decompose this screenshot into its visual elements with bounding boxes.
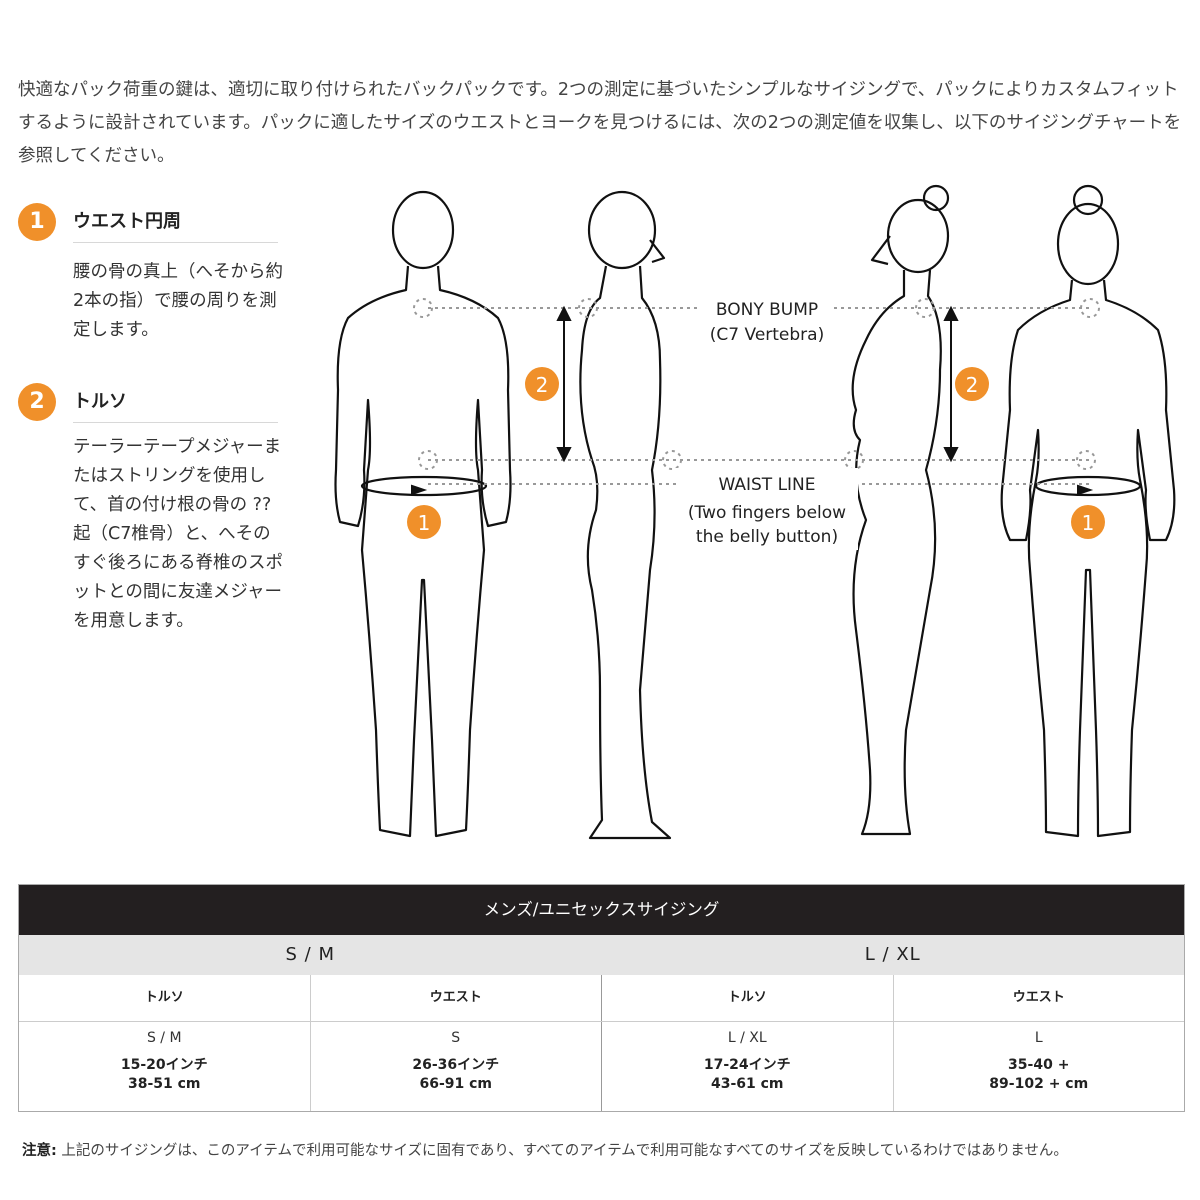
cell-inches: 15-20インチ [120,1057,208,1073]
cell-cm: 89-102 + cm [989,1076,1089,1092]
marker-2-man: 2 [525,367,559,401]
table-title: メンズ/ユニセックスサイジング [19,885,1184,935]
table-cell: S / M 15-20インチ 38-51 cm [19,1022,310,1111]
note-text: 上記のサイジングは、このアイテムで利用可能なサイズに固有であり、すべてのアイテム… [56,1143,1068,1159]
cell-size: S [451,1030,461,1046]
cell-size: S / M [146,1030,182,1046]
step-description: 腰の骨の真上（へそから約2本の指）で腰の周りを測定します。 [73,262,283,340]
bony-bump-label: BONY BUMP [716,300,818,320]
woman-side-figure [851,184,950,836]
svg-text:2: 2 [536,373,549,397]
size-group-row: S / M L / XL [19,935,1184,975]
cell-size: L [1034,1030,1043,1046]
table-row: S / M 15-20インチ 38-51 cm S 26-36インチ 66-91… [19,1022,1184,1111]
waist-line-label: WAIST LINE [718,475,815,495]
step-number-badge: 1 [18,203,56,241]
marker-1-woman: 1 [1071,505,1105,539]
note-label: 注意: [22,1143,57,1159]
waist-line-sub-label: (Two fingers below [688,503,846,523]
step-description: テーラーテープメジャーまたはストリングを使用して、首の付け根の骨の ?? 起（C… [73,437,283,631]
column-header: トルソ [144,990,184,1005]
column-header: トルソ [601,975,893,1021]
intro-text: 快適なパック荷重の鍵は、適切に取り付けられたバックパックです。2つの測定に基づい… [18,79,1182,166]
table-cell: L 35-40 + 89-102 + cm [892,1022,1185,1111]
sizing-note: 注意: 上記のサイジングは、このアイテムで利用可能なサイズに固有であり、すべての… [22,1138,1182,1164]
cell-inches: 35-40 + [1008,1057,1070,1073]
table-cell: S 26-36インチ 66-91 cm [309,1022,602,1111]
man-front-figure [334,190,512,838]
cell-cm: 66-91 cm [419,1076,493,1092]
size-group-sm: S / M [285,944,335,965]
column-header: ウエスト [892,975,1185,1021]
man-side-figure [579,190,672,840]
measurement-diagram: BONY BUMP (C7 Vertebra) WAIST LINE (Two … [334,184,1176,840]
cell-size: L / XL [727,1030,767,1046]
waist-line-sub-label: the belly button) [696,527,838,547]
step-number-badge: 2 [18,383,56,421]
table-cell: L / XL 17-24インチ 43-61 cm [601,1022,893,1111]
sizing-table: メンズ/ユニセックスサイジング S / M L / XL トルソ ウエスト トル… [18,884,1185,1112]
svg-text:1: 1 [418,511,431,535]
column-header-row: トルソ ウエスト トルソ ウエスト [19,975,1184,1022]
marker-2-woman: 2 [955,367,989,401]
woman-front-figure [1000,184,1176,838]
cell-cm: 43-61 cm [710,1076,784,1092]
svg-text:1: 1 [1082,511,1095,535]
svg-text:2: 2 [966,373,979,397]
cell-inches: 26-36インチ [412,1057,500,1073]
c7-vertebra-label: (C7 Vertebra) [710,325,824,345]
step-title: トルソ [73,387,278,423]
step-title: ウエスト円周 [73,207,278,243]
size-group-lxl: L / XL [864,944,921,965]
cell-inches: 17-24インチ [703,1057,791,1073]
column-header: ウエスト [309,975,602,1021]
cell-cm: 38-51 cm [127,1076,201,1092]
marker-1-man: 1 [407,505,441,539]
